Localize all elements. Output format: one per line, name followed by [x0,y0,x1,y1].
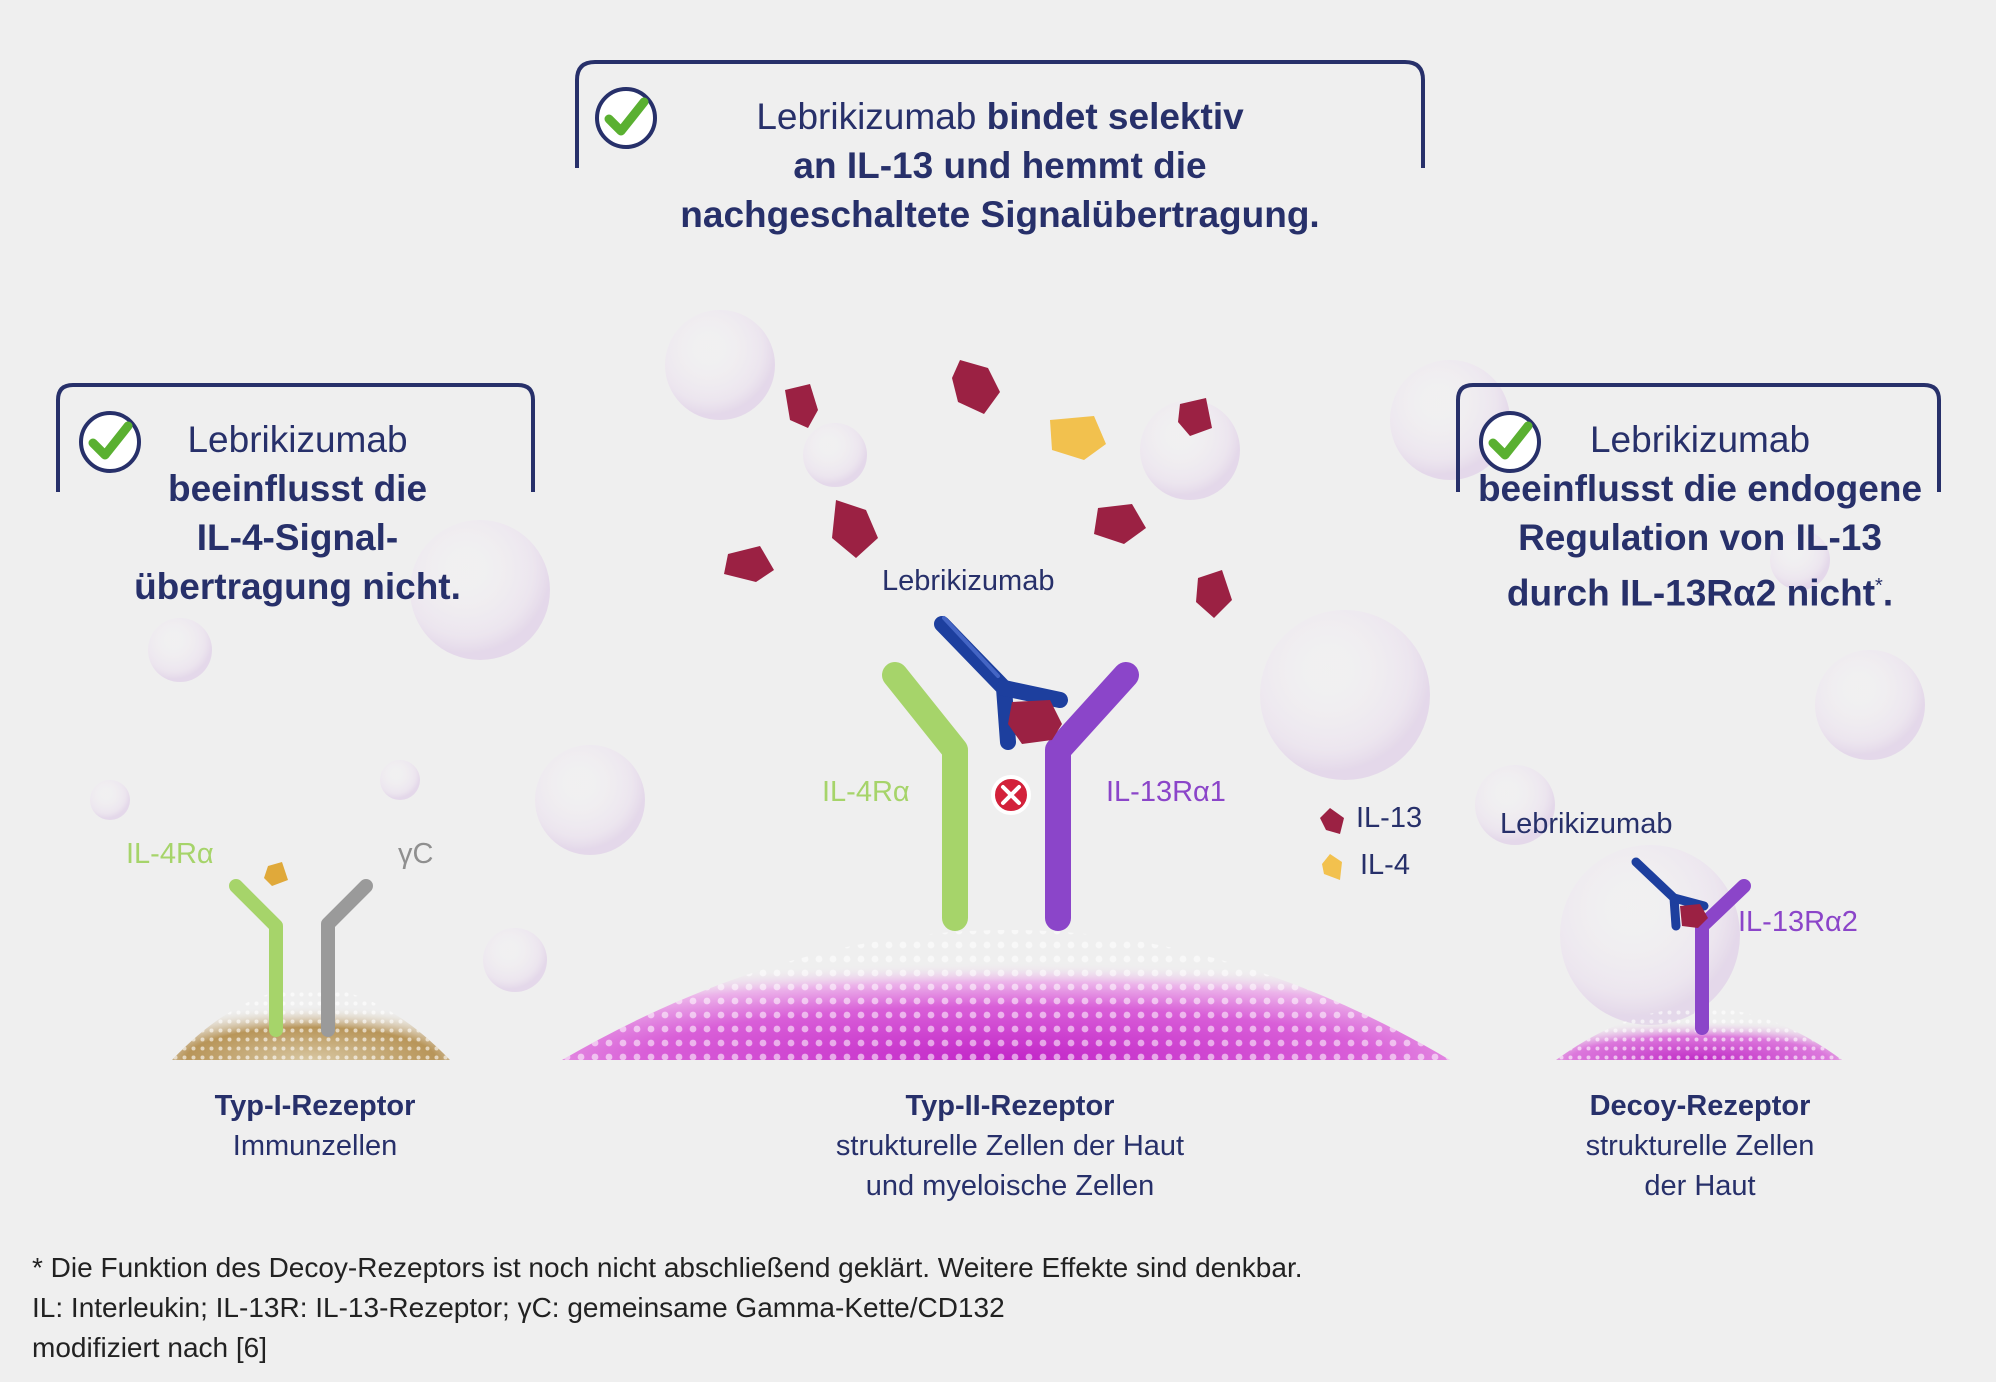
type2-il4ra-chain [882,662,968,931]
type1-gamma-chain [321,879,373,1037]
decoy-receptor [1631,857,1751,1035]
top-callout-line3: nachgeschaltete Signalübertragung. [680,194,1320,235]
right-callout-line4-end: . [1882,572,1894,614]
legend-il4: IL-4 [1360,849,1410,882]
type2-il4ra-label: IL-4Rα [822,776,910,808]
left-callout-text: Lebrikizumab beeinflusst die IL-4-Signal… [100,415,495,611]
right-callout-line1: Lebrikizumab [1589,419,1811,460]
il13-molecule [832,500,878,558]
type1-il4ra-label: IL-4Rα [126,838,214,870]
left-callout-line4: übertragung nicht. [134,566,461,607]
right-callout-line4: durch IL-13Rα2 nicht [1506,572,1876,614]
type1-receptor [229,862,373,1037]
type2-receptor [882,616,1139,931]
decoy-il13ra2-chain [1695,879,1751,1035]
decoy-caption-title: Decoy-Rezeptor [1589,1090,1811,1122]
type2-antibody-label: Lebrikizumab [882,565,1055,597]
decoy-caption: Decoy-Rezeptor strukturelle Zellen der H… [1550,1086,1850,1206]
type1-gamma-label: γC [398,838,434,870]
check-icon [1479,411,1541,473]
type1-caption-title: Typ-I-Rezeptor [214,1090,416,1122]
il13-molecule [1178,398,1212,436]
decoy-antibody-label: Lebrikizumab [1500,808,1673,840]
il13-molecule [785,384,818,428]
il4-molecule [1050,416,1106,460]
il13-molecule [724,546,774,582]
right-callout-footnote-mark: * [1875,575,1883,597]
type2-caption-line1: strukturelle Zellen der Haut [835,1130,1185,1162]
legend-il13: IL-13 [1356,802,1422,835]
type2-il13ra1-chain [1045,662,1139,931]
type2-caption-line2: und myeloische Zellen [865,1170,1155,1202]
top-callout-text: Lebrikizumab bindet selektiv an IL-13 un… [640,92,1360,239]
type1-il4-molecule [264,862,288,886]
type2-caption: Typ-II-Rezeptor strukturelle Zellen der … [780,1086,1240,1206]
decoy-caption-line1: strukturelle Zellen [1585,1130,1815,1162]
type1-il4ra-chain [229,879,283,1037]
footnote-line: modifiziert nach [6] [32,1332,267,1363]
type2-il13ra1-label: IL-13Rα1 [1106,776,1226,808]
il13-molecule [952,360,1000,414]
top-callout-line1-normal: Lebrikizumab [756,96,977,137]
type2-caption-title: Typ-II-Rezeptor [905,1090,1115,1122]
legend-il13-label: IL-13 [1356,802,1423,834]
type2-lebrikizumab-antibody [934,616,1068,750]
decoy-il13ra2-label: IL-13Rα2 [1738,906,1858,938]
top-callout-line2: an IL-13 und hemmt die [793,145,1207,186]
footnote-line: * Die Funktion des Decoy-Rezeptors ist n… [32,1252,1303,1283]
il13-molecule [1094,504,1146,544]
il13-molecule [1196,570,1232,618]
legend-il4-marker [1322,854,1342,880]
type1-caption: Typ-I-Rezeptor Immunzellen [165,1086,465,1166]
type1-cell-surface [172,987,450,1060]
right-callout-text: Lebrikizumab beeinflusst die endogene Re… [1470,415,1930,617]
legend-il13-marker [1320,808,1344,834]
left-callout-line1: Lebrikizumab [187,419,408,460]
check-icon [79,411,141,473]
decoy-caption-line2: der Haut [1644,1170,1756,1202]
footnote-line: IL: Interleukin; IL-13R: IL-13-Rezeptor;… [32,1292,1005,1323]
footnotes: * Die Funktion des Decoy-Rezeptors ist n… [32,1248,1303,1368]
type1-caption-line1: Immunzellen [232,1130,398,1162]
left-callout-line2: beeinflusst die [167,468,428,509]
type2-bound-il13 [1008,700,1062,744]
type2-cell-surface [562,930,1450,1060]
free-cytokines [724,360,1232,618]
legend-il4-label: IL-4 [1360,849,1410,881]
check-icon [595,87,657,149]
right-callout-line3: Regulation von IL-13 [1518,517,1882,558]
decoy-bound-il13 [1680,904,1708,928]
blocked-signal-icon [991,775,1031,815]
left-callout-line3: IL-4-Signal- [196,517,399,558]
top-callout-line1-bold: bindet selektiv [986,96,1244,137]
right-callout-line2: beeinflusst die endogene [1477,468,1923,509]
